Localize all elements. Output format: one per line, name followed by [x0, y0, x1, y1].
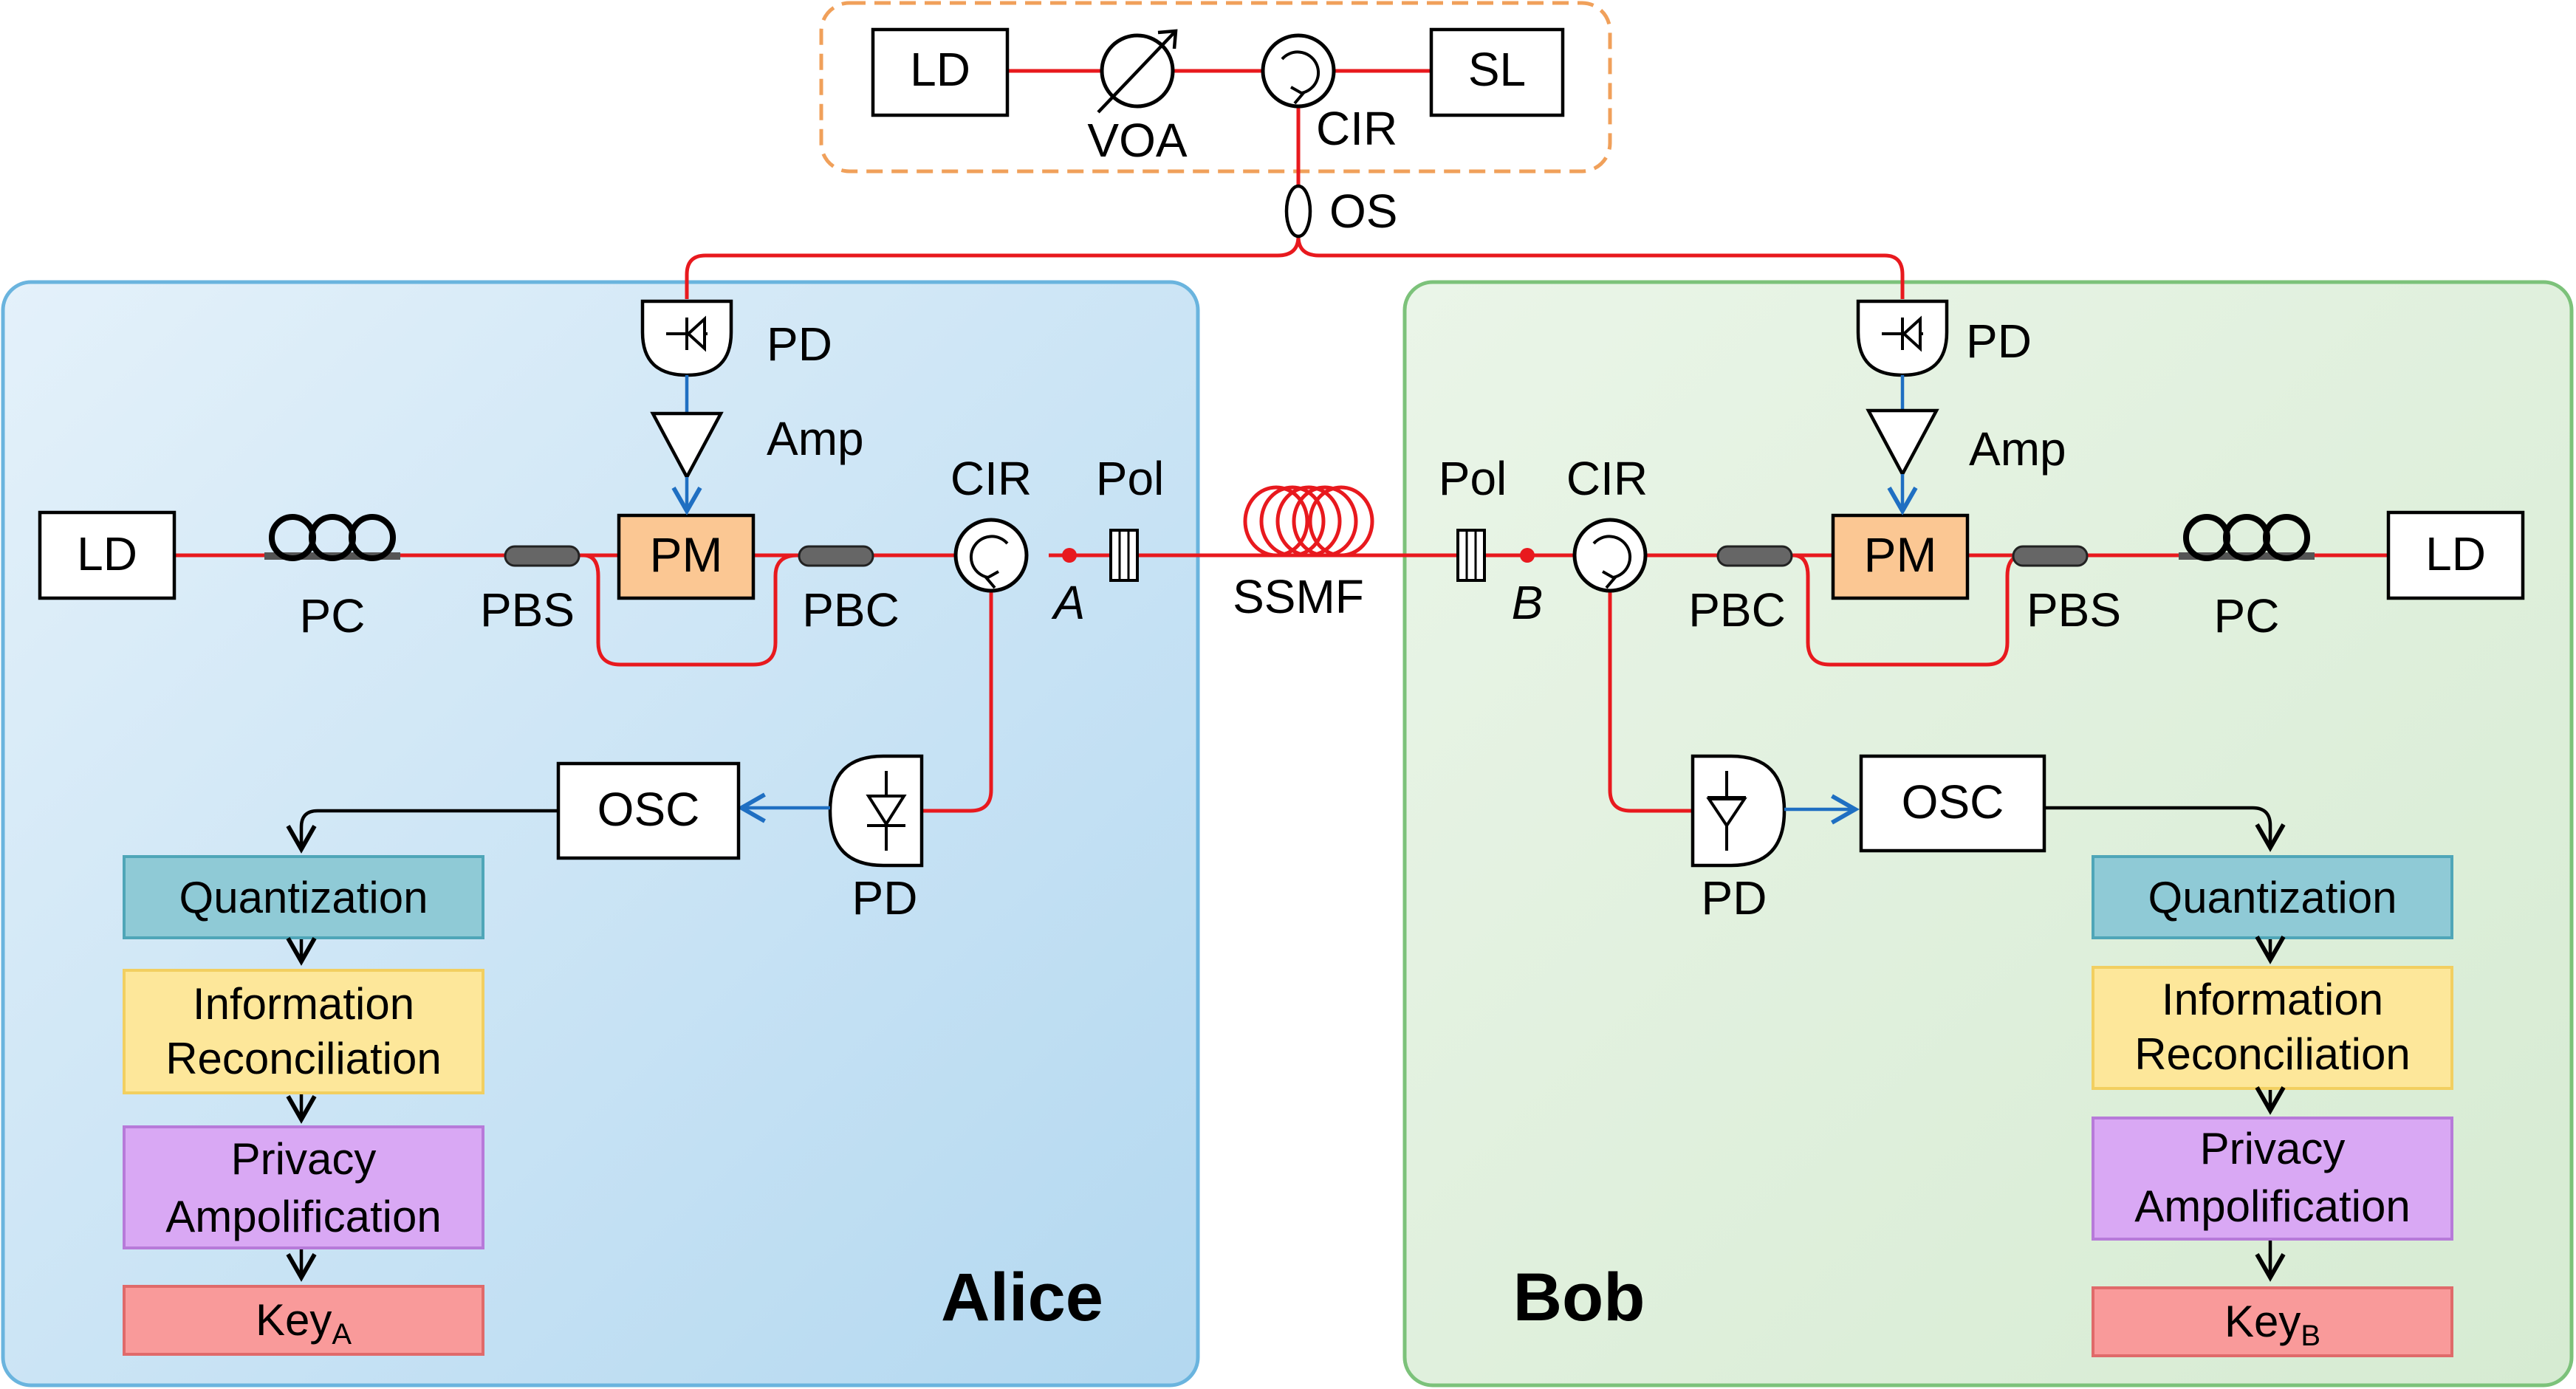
bob-circulator-icon: [1572, 518, 1648, 593]
alice-pbc-label: PBC: [802, 583, 900, 637]
bob-pc-label: PC: [2214, 589, 2280, 642]
alice-info-reconciliation-box: [123, 969, 484, 1094]
bob-pm-label: PM: [1864, 527, 1937, 582]
alice-quantization-label: Quantization: [179, 873, 428, 922]
bob-pbc-icon: [1716, 545, 1793, 567]
bob-pbc-label: PBC: [1688, 583, 1786, 637]
alice-info-line1: Information: [193, 979, 414, 1029]
bob-section: LD PC PBS PM PBC CIR B Pol: [1439, 299, 2525, 1357]
alice-pbs-icon: [504, 545, 580, 567]
alice-pbs-label: PBS: [480, 583, 575, 637]
bob-pd-top-label: PD: [1966, 315, 2032, 368]
bob-osc-box: [1859, 754, 2046, 853]
source-panel: [819, 1, 1612, 174]
bob-key-box: [2092, 1286, 2453, 1357]
alice-pbc-icon: [798, 545, 874, 567]
alice-quantization-box: [123, 855, 484, 939]
source-ld-box: [871, 27, 1010, 117]
alice-key-subscript: A: [332, 1318, 352, 1351]
bob-quantization-label: Quantization: [2148, 873, 2397, 922]
alice-key-box: [123, 1285, 484, 1356]
sl-label: SL: [1468, 43, 1526, 96]
voa-label: VOA: [1087, 114, 1187, 167]
bob-pbs-label: PBS: [2027, 583, 2121, 637]
bob-point-b-marker: [1520, 548, 1535, 563]
alice-pm-box: [617, 513, 756, 600]
alice-privacy-line1: Privacy: [231, 1134, 377, 1184]
bob-key-label: KeyB: [2224, 1297, 2320, 1352]
alice-amp-label: Amp: [767, 412, 864, 465]
alice-bottom-photodiode-icon: [828, 754, 924, 868]
ssmf-label: SSMF: [1233, 570, 1364, 623]
alice-circulator-icon: [953, 518, 1029, 593]
bob-name: Bob: [1513, 1260, 1645, 1335]
alice-key-text: Key: [256, 1295, 332, 1345]
ssmf-fiber-spool-icon: [1204, 485, 1452, 558]
bob-ld-label: LD: [2425, 527, 2486, 580]
alice-info-line2: Reconciliation: [165, 1034, 442, 1083]
alice-privacy-amplification-box: [123, 1125, 484, 1249]
bob-ld-box: [2386, 510, 2525, 600]
bob-privacy-amplification-box: [2092, 1117, 2453, 1241]
alice-section: LD PC PBS PM PBC CIR A Pol: [38, 299, 1204, 1356]
bob-pol-label: Pol: [1439, 452, 1507, 505]
alice-polarizer-icon: [1109, 529, 1139, 582]
alice-pol-label: Pol: [1096, 452, 1165, 505]
alice-name: Alice: [941, 1260, 1103, 1335]
alice-point-a-marker: [1062, 548, 1077, 563]
source-circulator-icon: [1261, 33, 1336, 109]
bob-info-line1: Information: [2162, 975, 2383, 1024]
voa-icon: [1097, 29, 1178, 114]
alice-ld-label: LD: [77, 527, 137, 580]
bob-pm-box: [1831, 513, 1970, 600]
bob-polarizer-icon: [1456, 529, 1486, 582]
bob-polarization-controller-icon: [2179, 514, 2315, 561]
alice-pd-bottom-label: PD: [852, 871, 918, 925]
alice-pm-label: PM: [650, 527, 723, 582]
alice-polarization-controller-icon: [264, 514, 400, 561]
source-cir-label: CIR: [1316, 102, 1397, 155]
bob-top-photodiode-icon: [1856, 299, 1949, 377]
alice-ld-box: [38, 510, 177, 600]
alice-osc-label: OSC: [597, 783, 700, 836]
alice-top-photodiode-icon: [640, 299, 733, 377]
bob-privacy-line1: Privacy: [2200, 1124, 2346, 1173]
alice-pc-label: PC: [300, 589, 366, 642]
sl-box: [1429, 27, 1565, 117]
bob-key-text: Key: [2224, 1297, 2301, 1346]
alice-pd-top-label: PD: [767, 318, 832, 371]
optical-splitter-icon: [1284, 184, 1312, 239]
alice-amplifier-icon: [650, 411, 724, 481]
alice-point-a-label: A: [1051, 576, 1086, 629]
bob-quantization-box: [2092, 855, 2453, 939]
source-section: LD VOA CIR SL OS: [685, 27, 1905, 299]
bob-pbs-icon: [2012, 545, 2089, 567]
source-ld-label: LD: [910, 43, 970, 96]
bob-pd-bottom-label: PD: [1702, 871, 1767, 925]
bob-privacy-line2: Ampolification: [2134, 1181, 2411, 1231]
alice-cir-label: CIR: [950, 452, 1032, 505]
bob-key-subscript: B: [2301, 1320, 2320, 1352]
bob-amplifier-icon: [1866, 408, 1939, 478]
alice-key-label: KeyA: [256, 1295, 352, 1351]
os-label: OS: [1329, 185, 1397, 238]
bob-info-line2: Reconciliation: [2134, 1029, 2411, 1079]
bob-bottom-photodiode-icon: [1690, 754, 1787, 868]
alice-privacy-line2: Ampolification: [165, 1192, 442, 1241]
alice-osc-box: [556, 761, 741, 860]
bob-point-b-label: B: [1512, 576, 1544, 629]
bob-amp-label: Amp: [1969, 422, 2066, 476]
bob-osc-label: OSC: [1902, 775, 2004, 829]
bob-cir-label: CIR: [1566, 452, 1648, 505]
